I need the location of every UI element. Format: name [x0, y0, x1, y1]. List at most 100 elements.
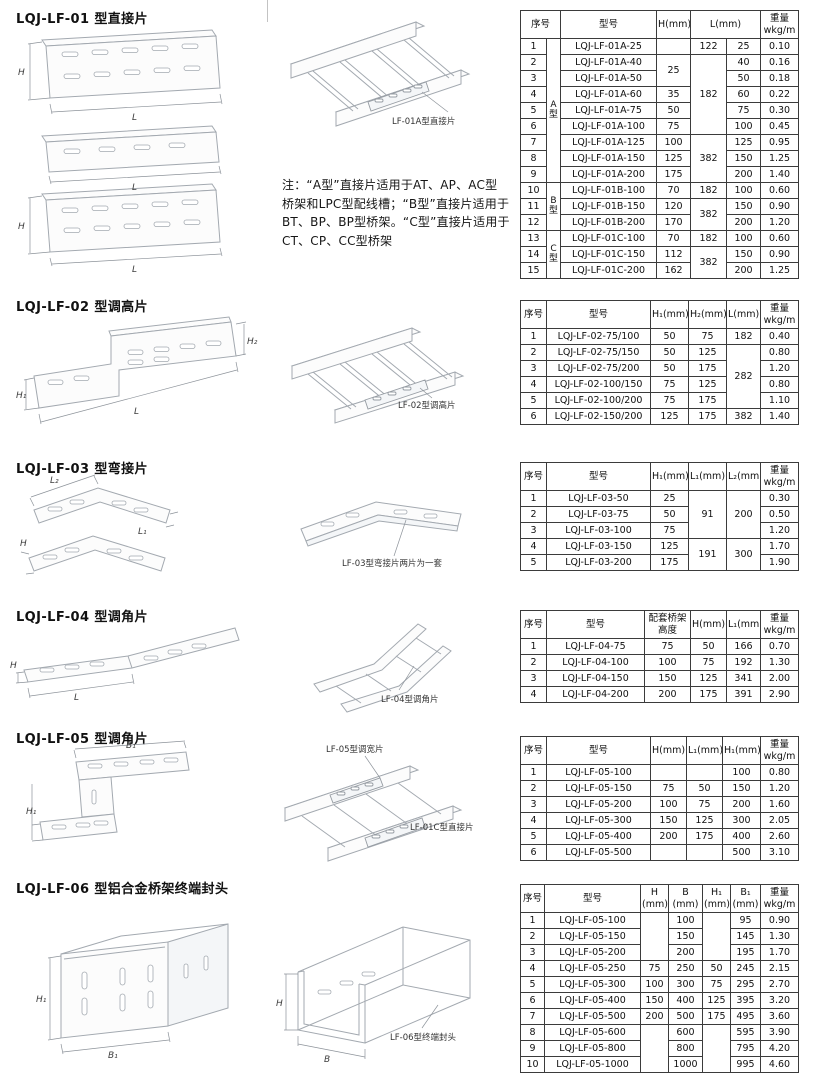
table-cell: LQJ-LF-05-500 [546, 844, 651, 861]
column-header: 序号 [520, 300, 547, 329]
column-header: 重量 wkg/m [760, 610, 799, 639]
dim-label-h: H [20, 539, 27, 549]
table-cell: 182 [726, 328, 761, 345]
table-cell [686, 844, 723, 861]
dim-label-h1: H₁ [16, 391, 27, 401]
slot-holes [320, 509, 438, 527]
tray-rungs [307, 341, 453, 410]
table-cell: A 型 [545, 38, 562, 183]
table-cell: LQJ-LF-01B-100 [560, 182, 658, 199]
section-title-lf01: LQJ-LF-01 型直接片 [16, 12, 148, 27]
table-cell: C 型 [545, 230, 562, 279]
column-header: L₂(mm) [726, 462, 761, 491]
table-cell: LQJ-LF-05-500 [544, 1008, 641, 1025]
table-cell: 6 [520, 844, 547, 861]
table-cell: LQJ-LF-01C-150 [560, 246, 658, 263]
table-cell: 395 [730, 992, 761, 1009]
table-cell: 341 [726, 670, 761, 687]
table-cell: LQJ-LF-05-300 [544, 976, 641, 993]
table-cell: LQJ-LF-03-75 [546, 506, 651, 523]
table-cell: LQJ-LF-01A-200 [560, 166, 658, 183]
table-cell: 245 [730, 960, 761, 977]
table-cell: LQJ-LF-05-250 [544, 960, 641, 977]
table-cell: 70 [656, 230, 692, 247]
lf04-caption: LF-04型调角片 [381, 694, 439, 705]
lf05-caption: LF-05型调宽片 [326, 744, 384, 755]
table-cell: 200 [722, 796, 761, 813]
table-cell: 800 [668, 1040, 703, 1057]
table-cell: 100 [644, 654, 691, 671]
table-cell: LQJ-LF-01B-150 [560, 198, 658, 215]
table-cell: 175 [688, 392, 727, 409]
table-cell: 7 [520, 1008, 545, 1025]
connector-plates [329, 777, 426, 848]
table-cell: 0.45 [760, 118, 800, 135]
table-cell [656, 38, 692, 55]
table-cell: 91 [688, 490, 727, 539]
column-header: 序号 [520, 462, 547, 491]
table-cell: 75 [686, 796, 723, 813]
table-cell: B 型 [545, 182, 562, 231]
table-cell: 75 [644, 638, 691, 655]
lf01-tray-drawing: LF-01A型直接片 [289, 21, 471, 127]
lf06-channel-drawing: H B LF-06型终端封头 [276, 926, 471, 1065]
table-cell: 300 [668, 976, 703, 993]
dimension-lines [15, 671, 135, 699]
dim-label-l: L [74, 693, 79, 703]
table-cell: 0.80 [760, 764, 799, 781]
table-cell: 10 [520, 182, 547, 199]
section-title-lf06: LQJ-LF-06 型铝合金桥架终端封头 [16, 882, 229, 897]
table-cell: 9 [520, 1040, 545, 1057]
tray-rungs [301, 782, 442, 848]
table-cell: 3.10 [760, 844, 799, 861]
table-cell: 400 [668, 992, 703, 1009]
table-cell: 2 [520, 344, 547, 361]
section-title-lf05: LQJ-LF-05 型调角片 [16, 732, 148, 747]
column-header: H₁(mm) [722, 736, 761, 765]
slot-holes [61, 43, 201, 233]
table-cell: 1 [520, 912, 545, 929]
table-cell: 4 [520, 86, 547, 103]
dim-label-h: H [10, 661, 17, 671]
table-cell: 2 [520, 654, 547, 671]
slot-holes [51, 757, 179, 830]
table-cell: LQJ-LF-05-400 [546, 828, 651, 845]
table-cell: 0.95 [760, 134, 800, 151]
caption-leader [393, 519, 407, 557]
table-cell: 3 [520, 796, 547, 813]
table-cell: 2.60 [760, 828, 799, 845]
table-cell: 25 [726, 38, 762, 55]
table-cell: 0.70 [760, 638, 799, 655]
table-cell: 13 [520, 230, 547, 247]
table-cell: 995 [730, 1056, 761, 1073]
tray-rungs [335, 637, 442, 704]
table-cell: 75 [650, 376, 689, 393]
table-cell: 382 [690, 198, 728, 231]
table-cell: 1.20 [760, 522, 799, 539]
dim-label-h: H [18, 222, 25, 232]
lf06-endcap-drawing: H₁ B₁ [36, 923, 229, 1061]
table-cell: 175 [656, 166, 692, 183]
lf05-tray-drawing: LF-05型调宽片 LF-01C型直接片 [283, 744, 473, 862]
table-cell: 1.10 [760, 392, 799, 409]
table-cell: 2.05 [760, 812, 799, 829]
table-cell: 50 [650, 328, 689, 345]
dimension-lines [20, 474, 179, 575]
table-cell: 6 [520, 408, 547, 425]
table-cell: 2 [520, 506, 547, 523]
table-cell: 25 [650, 490, 689, 507]
dimension-lines [47, 955, 171, 1055]
table-cell: 400 [722, 828, 761, 845]
table-cell: 1 [520, 328, 547, 345]
